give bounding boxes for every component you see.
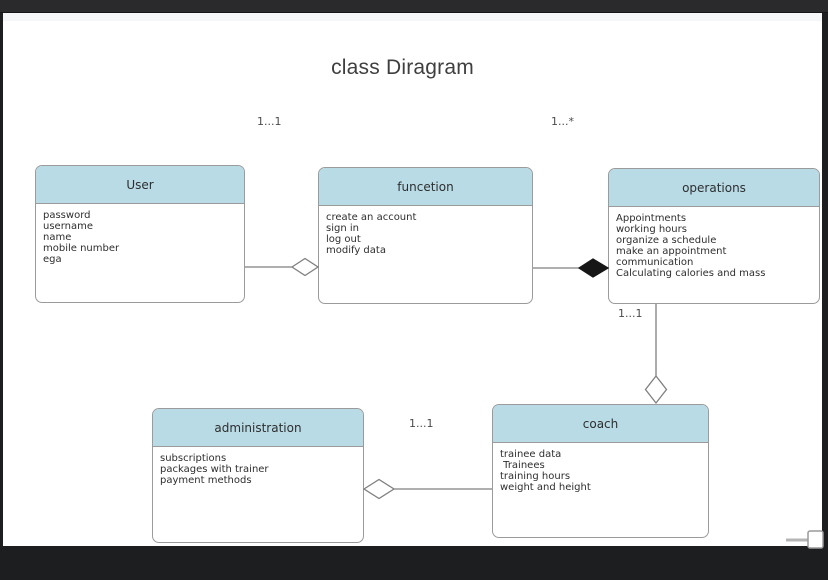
class-attribute: communication [616,257,694,268]
class-attribute: name [43,232,72,243]
class-attribute: Appointments [616,213,687,224]
multiplicity-user-funcetion: 1...1 [257,115,282,128]
class-attribute: payment methods [160,475,252,486]
class-attribute: username [43,221,93,232]
class-attribute: create an account [326,212,417,223]
canvas-top-shade [3,13,822,21]
class-attribute: password [43,210,91,221]
class-attribute: mobile number [43,243,120,254]
class-attribute: subscriptions [160,453,227,464]
class-attribute: log out [326,234,361,245]
class-attribute: organize a schedule [616,235,717,246]
multiplicity-administration-coach: 1...1 [409,417,434,430]
class-attribute: make an appointment [616,246,727,257]
class-title-administration: administration [153,409,363,447]
class-title-user: User [36,166,244,204]
class-attribute: ega [43,254,62,265]
class-attribute: weight and height [500,482,591,493]
multiplicity-funcetion-operations: 1...* [551,115,574,128]
class-attribute: modify data [326,245,386,256]
class-title-operations: operations [609,169,819,207]
multiplicity-operations-coach: 1...1 [618,307,643,320]
class-attribute: working hours [616,224,687,235]
diagram-title: class Diragram [331,56,474,79]
window-top-bar [0,0,828,13]
class-title-funcetion: funcetion [319,168,532,206]
class-attribute: Trainees [500,460,545,471]
class-attribute: trainee data [500,449,562,460]
class-attribute: Calculating calories and mass [616,268,766,279]
class-attribute: sign in [326,223,359,234]
class-attribute: training hours [500,471,571,482]
class-attribute: packages with trainer [160,464,269,475]
class-title-coach: coach [493,405,708,443]
